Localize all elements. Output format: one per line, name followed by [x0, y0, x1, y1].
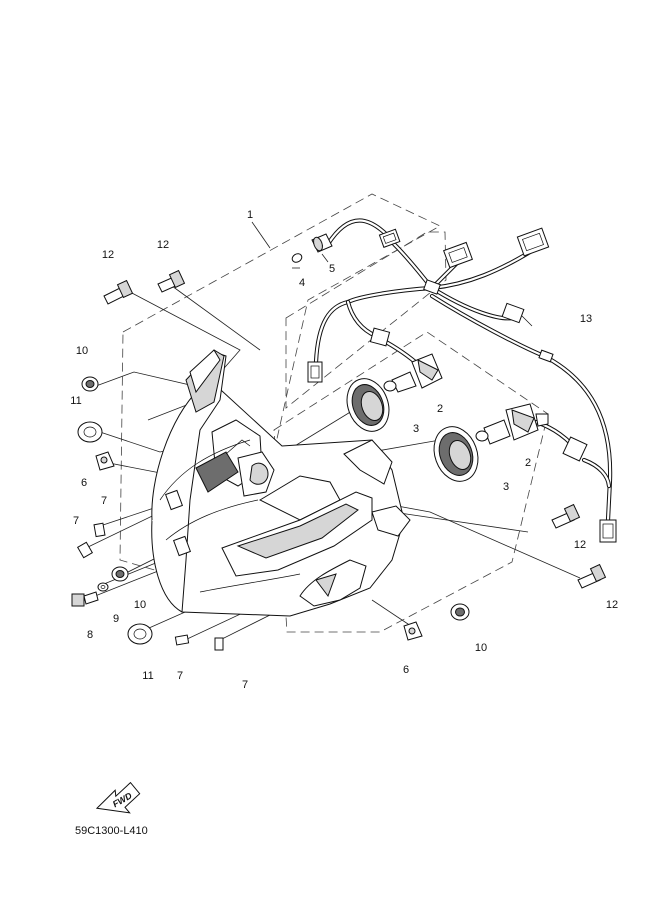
collar-7-b	[76, 541, 94, 559]
callout-9: 9	[113, 613, 119, 625]
callout-10-a: 10	[76, 345, 88, 357]
small-bulb	[291, 253, 303, 263]
callout-7-b: 7	[73, 515, 79, 527]
connector-4	[501, 302, 533, 327]
callout-4: 4	[299, 277, 305, 289]
connector-7	[562, 436, 588, 462]
bolt-12-c	[551, 503, 581, 529]
wire-harness	[313, 218, 613, 523]
rubber-cover-lower	[433, 426, 479, 482]
callout-2-lower: 2	[525, 457, 531, 469]
connector-8	[599, 519, 617, 543]
callout-12-b: 12	[157, 239, 169, 251]
connector-6	[307, 361, 323, 383]
callout-6-left: 6	[81, 477, 87, 489]
bolt-12-b	[157, 269, 186, 293]
connector-2	[443, 241, 473, 269]
callout-7-c: 7	[177, 670, 183, 682]
harness-group-outline	[285, 231, 447, 409]
diagram-code: 59C1300-L410	[75, 825, 148, 837]
callout-2-upper: 2	[437, 403, 443, 415]
assembly-outlines	[119, 193, 549, 633]
callout-5: 5	[329, 263, 335, 275]
callout-3-lower: 3	[503, 481, 509, 493]
connector-3	[516, 227, 550, 257]
grommet-10-c	[450, 603, 470, 621]
bolt-12-a	[103, 279, 134, 305]
washer-9	[97, 582, 109, 592]
callout-8: 8	[87, 629, 93, 641]
grommet-10-a	[81, 376, 99, 392]
headlight-bulb-upper	[383, 353, 443, 393]
callout-10-b: 10	[134, 599, 146, 611]
callout-12-a: 12	[102, 249, 114, 261]
callout-11-a: 11	[70, 395, 81, 407]
headlight-assembly-outline	[119, 193, 441, 601]
callout-6-right: 6	[403, 664, 409, 676]
callout-3-upper: 3	[413, 423, 419, 435]
callouts: 1 2 2 3 3 4 5 6 6 7 7 7 7 8 9 10 10 10 1…	[70, 209, 618, 691]
collar-7-d	[214, 637, 224, 651]
bolt-12-d	[577, 563, 607, 589]
clip-6-a	[95, 451, 115, 471]
bulb-socket	[311, 233, 333, 253]
collar-7-c	[174, 634, 190, 646]
callout-7-d: 7	[242, 679, 248, 691]
connector-top	[378, 228, 401, 248]
collar-7-a	[93, 522, 106, 538]
bulb-group-outline	[273, 331, 549, 633]
callout-7-a: 7	[101, 495, 107, 507]
headlight-bulb-lower	[475, 403, 549, 445]
grommet-10-b	[111, 566, 129, 582]
fwd-arrow-icon: FWD	[95, 781, 141, 814]
callout-1: 1	[247, 209, 253, 221]
callout-12-c: 12	[574, 539, 586, 551]
callout-10-c: 10	[475, 642, 487, 654]
rubber-cover-upper	[346, 378, 390, 432]
callout-13: 13	[580, 313, 592, 325]
headlight-assembly	[151, 349, 411, 617]
connector-5	[369, 327, 391, 347]
damper-11-a	[77, 421, 103, 443]
callout-11-b: 11	[142, 670, 153, 682]
clip-6-b	[403, 621, 423, 641]
damper-11-b	[127, 623, 153, 645]
connectors	[307, 227, 617, 543]
callout-12-d: 12	[606, 599, 618, 611]
bolt-8	[71, 591, 99, 607]
